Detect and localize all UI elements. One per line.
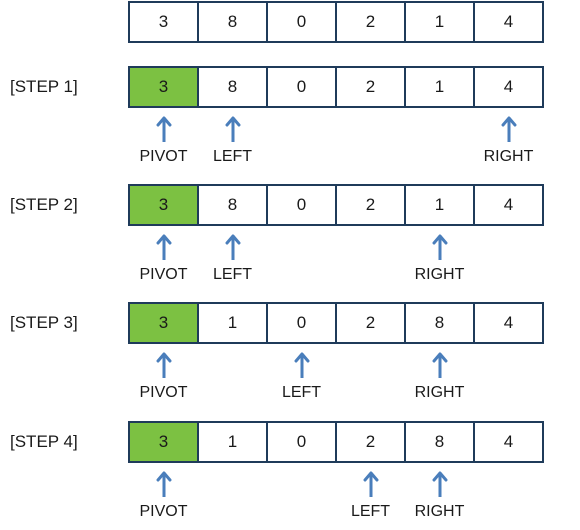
pointer-label: LEFT [212,148,253,165]
up-arrow-icon [156,116,171,142]
up-arrow-icon [225,116,240,142]
array-cell: 8 [197,1,268,43]
up-arrow-icon [432,352,447,378]
up-arrow-icon [294,352,309,378]
pointer-right: RIGHT [464,116,554,166]
array-cell: 8 [197,66,268,108]
pointer-label: RIGHT [483,148,534,165]
step-label: [STEP 1] [10,77,78,96]
array-cell: 0 [266,302,337,344]
array-cell: 0 [266,421,337,463]
array-cell: 4 [473,421,544,463]
array-cell: 4 [473,184,544,226]
step-label: [STEP 3] [10,313,78,332]
array-cell: 2 [335,66,406,108]
array-cell: 3 [128,1,199,43]
array-cell: 0 [266,1,337,43]
pivot-cell: 3 [128,421,199,463]
array-cell: 0 [266,66,337,108]
up-arrow-icon [501,116,516,142]
up-arrow-icon [156,234,171,260]
pointer-label: LEFT [350,503,391,520]
pointer-label: PIVOT [139,503,188,520]
up-arrow-icon [432,471,447,497]
pointer-right: RIGHT [395,471,485,521]
array-cell: 4 [473,66,544,108]
pointer-label: LEFT [212,266,253,283]
array-cell: 8 [404,421,475,463]
array-cell: 8 [404,302,475,344]
pivot-cell: 3 [128,66,199,108]
up-arrow-icon [156,471,171,497]
array-cell: 2 [335,302,406,344]
array-cell: 1 [404,184,475,226]
array-cell: 0 [266,184,337,226]
step-label: [STEP 4] [10,432,78,451]
pointer-label: PIVOT [139,266,188,283]
pointer-label: RIGHT [414,266,465,283]
pointer-pivot: PIVOT [119,471,209,521]
pointer-pivot: PIVOT [119,234,209,284]
pointer-left: LEFT [326,471,416,521]
pointer-right: RIGHT [395,352,485,402]
array-cell: 2 [335,184,406,226]
up-arrow-icon [156,352,171,378]
pointer-pivot: PIVOT [119,352,209,402]
pivot-cell: 3 [128,184,199,226]
array-cell: 2 [335,421,406,463]
pointer-label: PIVOT [139,148,188,165]
up-arrow-icon [363,471,378,497]
pointer-label: PIVOT [139,384,188,401]
array-cell: 1 [197,421,268,463]
array-cell: 1 [404,1,475,43]
pointer-label: LEFT [281,384,322,401]
up-arrow-icon [432,234,447,260]
array-cell: 4 [473,1,544,43]
array-cell: 1 [197,302,268,344]
array-cell: 1 [404,66,475,108]
pointer-left: LEFT [188,116,278,166]
pointer-left: LEFT [257,352,347,402]
pointer-left: LEFT [188,234,278,284]
pivot-cell: 3 [128,302,199,344]
pointer-pivot: PIVOT [119,116,209,166]
array-cell: 2 [335,1,406,43]
pointer-label: RIGHT [414,384,465,401]
up-arrow-icon [225,234,240,260]
pointer-right: RIGHT [395,234,485,284]
pointer-label: RIGHT [414,503,465,520]
array-cell: 4 [473,302,544,344]
step-label: [STEP 2] [10,195,78,214]
array-cell: 8 [197,184,268,226]
